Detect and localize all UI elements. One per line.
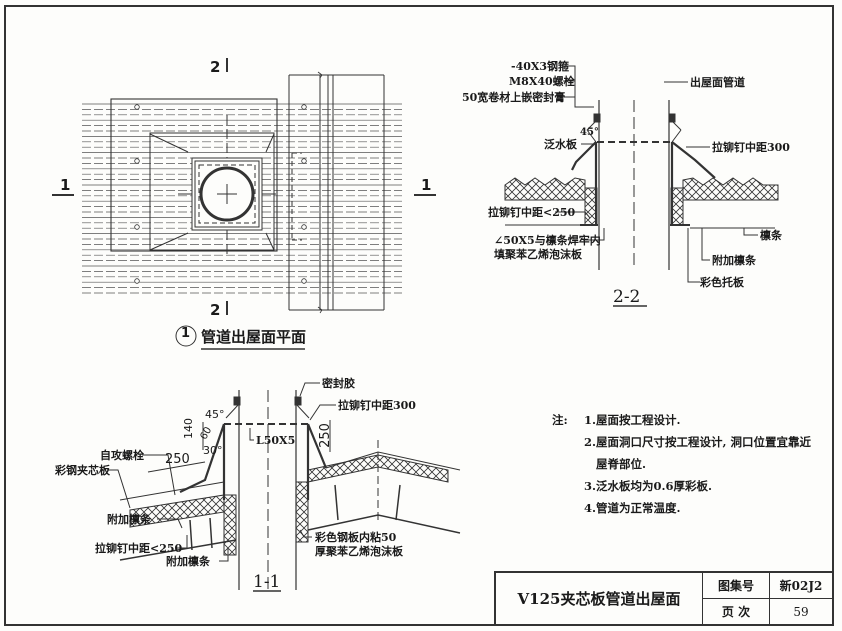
plan-rivets (134, 104, 307, 284)
plan-number: 1 (181, 326, 191, 341)
s11-label-angle-30: 30° (203, 444, 223, 457)
notes-heading: 注: (552, 413, 568, 427)
atlas-label: 图集号 (703, 573, 769, 599)
s22-label-extra-purlin: 附加檩条 (712, 254, 756, 267)
s11-label-extra-purlin-1: 附加檩条 (107, 513, 151, 526)
s22-label-angle-steel-2: 填聚苯乙烯泡沫板 (494, 248, 582, 261)
s22-purlin-lines (505, 224, 775, 229)
s11-label-sandwich-panel: 彩钢夹芯板 (55, 464, 110, 477)
title-block: V125夹芯板管道出屋面 图集号 页 次 新02J2 59 (494, 571, 834, 626)
s11-purlin-left (119, 517, 237, 561)
s22-label-flashing: 泛水板 (544, 138, 577, 151)
s22-label-pipe: 出屋面管道 (690, 76, 745, 89)
s11-foam-left (223, 494, 237, 556)
s11-label-rivet-300: 拉铆钉中距300 (338, 399, 416, 412)
s11-label-lining-1: 彩色钢板内粘50 (315, 531, 397, 544)
s22-leaders (555, 65, 758, 283)
s11-purlin-right (307, 484, 461, 534)
s11-dim-250-right-label: 250 (317, 423, 333, 448)
section-1-1 (107, 382, 461, 592)
s11-dim-140-label: 140 (182, 418, 195, 439)
plan-number-circle (175, 325, 197, 347)
plan-view (52, 58, 436, 350)
s11-dim-250-label: 250 (165, 452, 190, 467)
s11-title: 1-1 (253, 572, 281, 592)
s22-label-rivet-250: 拉铆钉中距<250 (488, 206, 576, 219)
page-label: 页 次 (721, 605, 751, 619)
note-item: 4.管道为正常温度. (584, 501, 681, 515)
s22-label-angle-steel-1: ∠50X5与檩条焊牢内 (494, 234, 601, 247)
s22-label-angle: 45° (580, 127, 599, 138)
s22-panel-left (504, 177, 586, 201)
s22-label-purlin: 檩条 (760, 229, 782, 242)
s11-label-rivet-250: 拉铆钉中距<250 (95, 542, 183, 555)
s22-panel-right (682, 177, 779, 201)
s22-pipe-walls (598, 100, 670, 270)
plan-title: 管道出屋面平面 (201, 328, 307, 346)
section-mark-2-top-label: 2 (210, 58, 221, 76)
plan-cover-outer (149, 132, 275, 251)
s22-title: 2-2 (613, 287, 641, 307)
plan-cover-diagonals (149, 133, 275, 251)
s22-flashing (571, 141, 716, 205)
drawing-frame (4, 5, 834, 626)
s11-label-screw: 自攻螺栓 (100, 449, 144, 462)
note-item: 1.屋面按工程设计. (584, 413, 681, 427)
s11-dim-250 (147, 461, 206, 473)
page-value: 59 (793, 604, 809, 619)
s22-label-rivet-300: 拉铆钉中距300 (712, 141, 790, 154)
s22-label-steel-hoop: -40X3钢箍 (511, 60, 570, 73)
section-mark-2-bottom-label: 2 (210, 301, 221, 319)
s22-angle-steel (580, 205, 690, 226)
notes: 注: 1.屋面按工程设计. 2.屋面洞口尺寸按工程设计, 洞口位置宜靠近 屋脊部位… (552, 409, 811, 519)
s22-label-sealant: 50宽卷材上嵌密封膏 (462, 91, 566, 104)
atlas-value: 新02J2 (770, 573, 832, 599)
s11-label-angle-45: 45° (205, 408, 225, 421)
note-item: 3.泛水板均为0.6厚彩板. (584, 479, 713, 493)
section-mark-1-left-label: 1 (60, 176, 71, 194)
s11-label-lining-2: 厚聚苯乙烯泡沫板 (315, 545, 403, 558)
s22-label-color-tray: 彩色托板 (700, 276, 744, 289)
s11-label-extra-purlin-2: 附加檩条 (166, 555, 210, 568)
note-item: 屋脊部位. (596, 457, 647, 471)
s11-label-sealant: 密封胶 (322, 377, 355, 390)
s22-label-bolt: M8X40螺栓 (509, 75, 575, 88)
plan-purlin-strip (288, 74, 385, 311)
note-item: 2.屋面洞口尺寸按工程设计, 洞口位置宜靠近 (584, 435, 812, 449)
plan-pipe-center (217, 184, 237, 204)
section-2-2 (504, 65, 779, 307)
s11-leaders (107, 382, 336, 562)
s11-foam-right (295, 481, 309, 543)
section-mark-1-right-label: 1 (421, 176, 432, 194)
drawing-title: V125夹芯板管道出屋面 (496, 573, 703, 624)
s11-label-angle-steel: L50X5 (256, 434, 296, 447)
plan-flashing-outline (110, 98, 278, 252)
